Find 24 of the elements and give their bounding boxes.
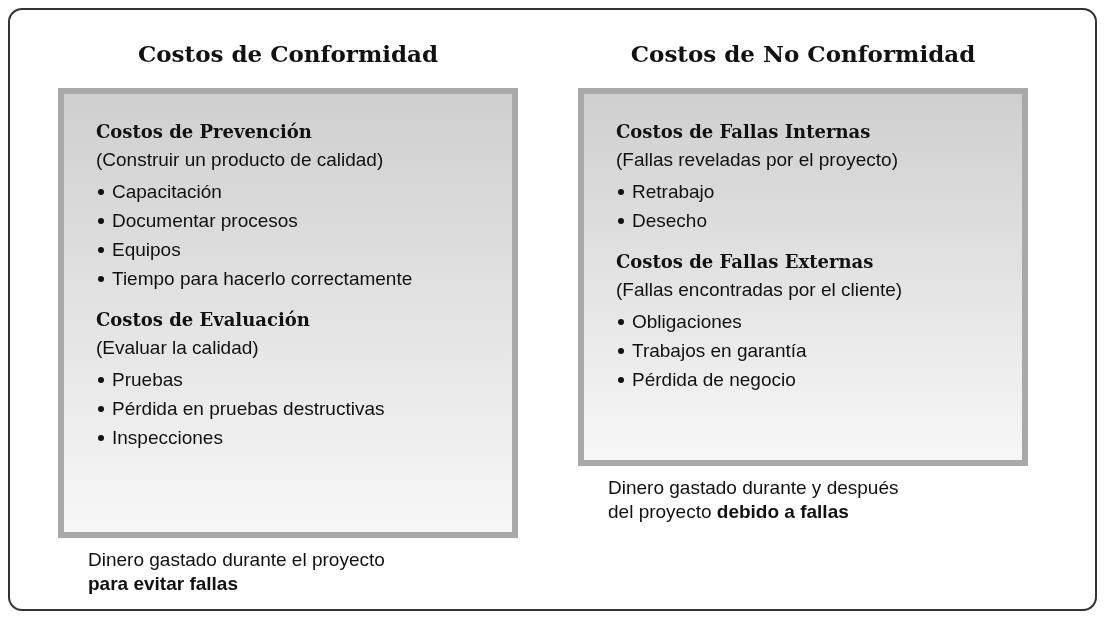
list-item: Documentar procesos bbox=[112, 210, 298, 231]
list-item: Equipos bbox=[112, 239, 181, 260]
note-text: (Construir un producto de calidad) bbox=[96, 148, 384, 172]
list-item: Tiempo para hacerlo correctamente bbox=[112, 268, 413, 289]
list-item: Obligaciones bbox=[632, 311, 742, 332]
caption-text: Dinero gastado durante y después del proyecto debido a fallas bbox=[608, 476, 900, 524]
list-item: Pérdida en pruebas destructivas bbox=[112, 398, 385, 419]
subsection-heading: Costos de Fallas Internas bbox=[616, 120, 871, 144]
section-heading: Costos de Conformidad bbox=[136, 40, 440, 67]
list-item: Trabajos en garantía bbox=[632, 340, 807, 361]
note-text: (Fallas reveladas por el proyecto) bbox=[616, 148, 898, 172]
list-item: Pérdida de negocio bbox=[632, 369, 796, 390]
list-item: Retrabajo bbox=[632, 181, 715, 202]
subsection-heading: Costos de Fallas Externas bbox=[616, 250, 874, 274]
subsection-heading: Costos de Prevención bbox=[96, 120, 312, 144]
list-item: Inspecciones bbox=[112, 427, 223, 448]
note-text: (Evaluar la calidad) bbox=[96, 336, 259, 360]
list-item: Desecho bbox=[632, 210, 707, 231]
list-item: Capacitación bbox=[112, 181, 222, 202]
list-item: Pruebas bbox=[112, 369, 183, 390]
section-heading: Costos de No Conformidad bbox=[629, 40, 977, 67]
caption-text: Dinero gastado durante el proyecto para evitar fallas bbox=[88, 548, 386, 596]
note-text: (Fallas encontradas por el cliente) bbox=[616, 278, 903, 302]
subsection-heading: Costos de Evaluación bbox=[96, 308, 310, 332]
